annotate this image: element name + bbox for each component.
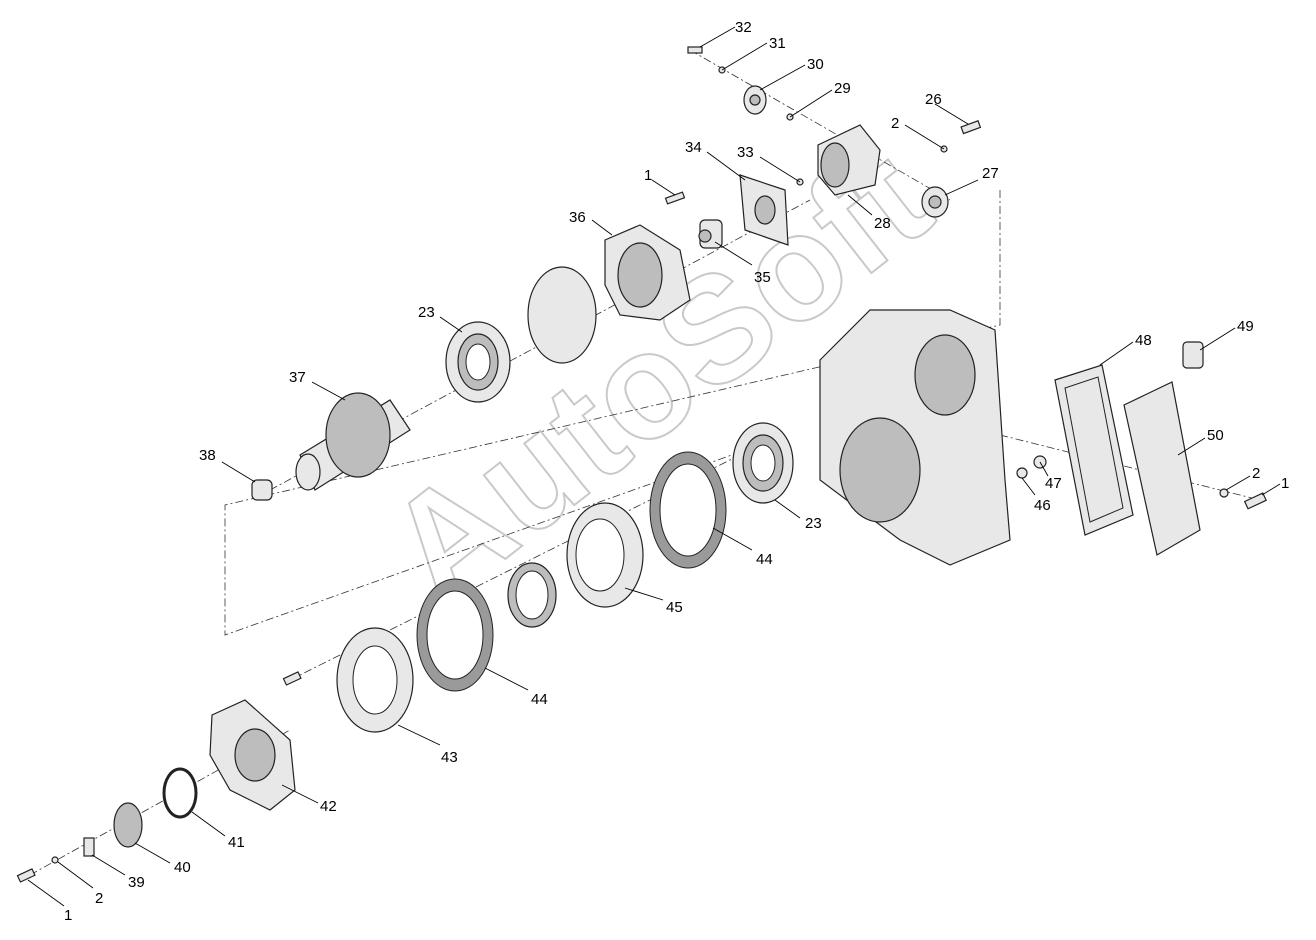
callout-label: 38 xyxy=(199,447,216,464)
callout-label: 28 xyxy=(874,215,891,232)
callout-label: 23 xyxy=(805,515,822,532)
callout-label: 49 xyxy=(1237,318,1254,335)
plate-40 xyxy=(113,802,143,848)
callout-label: 2 xyxy=(95,890,103,907)
callout-label: 34 xyxy=(685,139,702,156)
callout-label: 23 xyxy=(418,304,435,321)
key-38 xyxy=(251,479,273,501)
bolt-1b xyxy=(1243,492,1267,510)
flange-30 xyxy=(743,85,767,115)
washer-2b xyxy=(1219,488,1229,498)
parts xyxy=(16,46,1267,883)
bearing-23b xyxy=(732,422,794,504)
callout-label: 26 xyxy=(925,91,942,108)
callout-label: 2 xyxy=(891,115,899,132)
callout-label: 41 xyxy=(228,834,245,851)
callout-label: 35 xyxy=(754,269,771,286)
callout-label: 43 xyxy=(441,749,458,766)
callout-label: 1 xyxy=(644,167,652,184)
callout-label: 42 xyxy=(320,798,337,815)
cover-50 xyxy=(1123,381,1201,556)
callout-label: 39 xyxy=(128,874,145,891)
flange-43 xyxy=(336,627,414,733)
plug-27 xyxy=(921,186,949,218)
callout-label: 1 xyxy=(1281,475,1289,492)
breather-49 xyxy=(1182,341,1204,369)
callout-label: 1 xyxy=(64,907,72,924)
cover-36 xyxy=(604,224,691,321)
bolt-small xyxy=(282,671,302,686)
gear-shaft-37 xyxy=(295,392,411,491)
bolt-32 xyxy=(687,46,703,54)
callout-label: 30 xyxy=(807,56,824,73)
washer-2c xyxy=(51,856,59,864)
gasket-ring-upper xyxy=(527,266,597,364)
housing-28 xyxy=(817,124,881,196)
callout-label: 45 xyxy=(666,599,683,616)
flange-42 xyxy=(209,699,296,811)
bolt-1c xyxy=(16,868,36,883)
main-housing xyxy=(819,309,1011,566)
callout-label: 32 xyxy=(735,19,752,36)
coupling-35 xyxy=(698,219,723,249)
bearing-23a xyxy=(445,321,511,403)
callout-label: 50 xyxy=(1207,427,1224,444)
callouts: 32 31 30 29 26 2 34 33 1 27 28 36 35 23 … xyxy=(27,19,1289,924)
callout-label: 36 xyxy=(569,209,586,226)
ring-41 xyxy=(162,767,198,819)
callout-label: 47 xyxy=(1045,475,1062,492)
flange-45 xyxy=(566,502,644,608)
callout-label: 31 xyxy=(769,35,786,52)
washer-39 xyxy=(83,837,95,857)
callout-label: 44 xyxy=(531,691,548,708)
callout-label: 44 xyxy=(756,551,773,568)
bolt-1a xyxy=(664,191,686,205)
gasket-48 xyxy=(1054,364,1134,536)
callout-label: 2 xyxy=(1252,465,1260,482)
callout-label: 29 xyxy=(834,80,851,97)
washer-46 xyxy=(1016,467,1028,479)
callout-label: 33 xyxy=(737,144,754,161)
callout-label: 27 xyxy=(982,165,999,182)
callout-label: 46 xyxy=(1034,497,1051,514)
bolt-26 xyxy=(960,120,982,135)
callout-label: 48 xyxy=(1135,332,1152,349)
callout-label: 37 xyxy=(289,369,306,386)
callout-label: 40 xyxy=(174,859,191,876)
seal-ring xyxy=(507,562,557,628)
